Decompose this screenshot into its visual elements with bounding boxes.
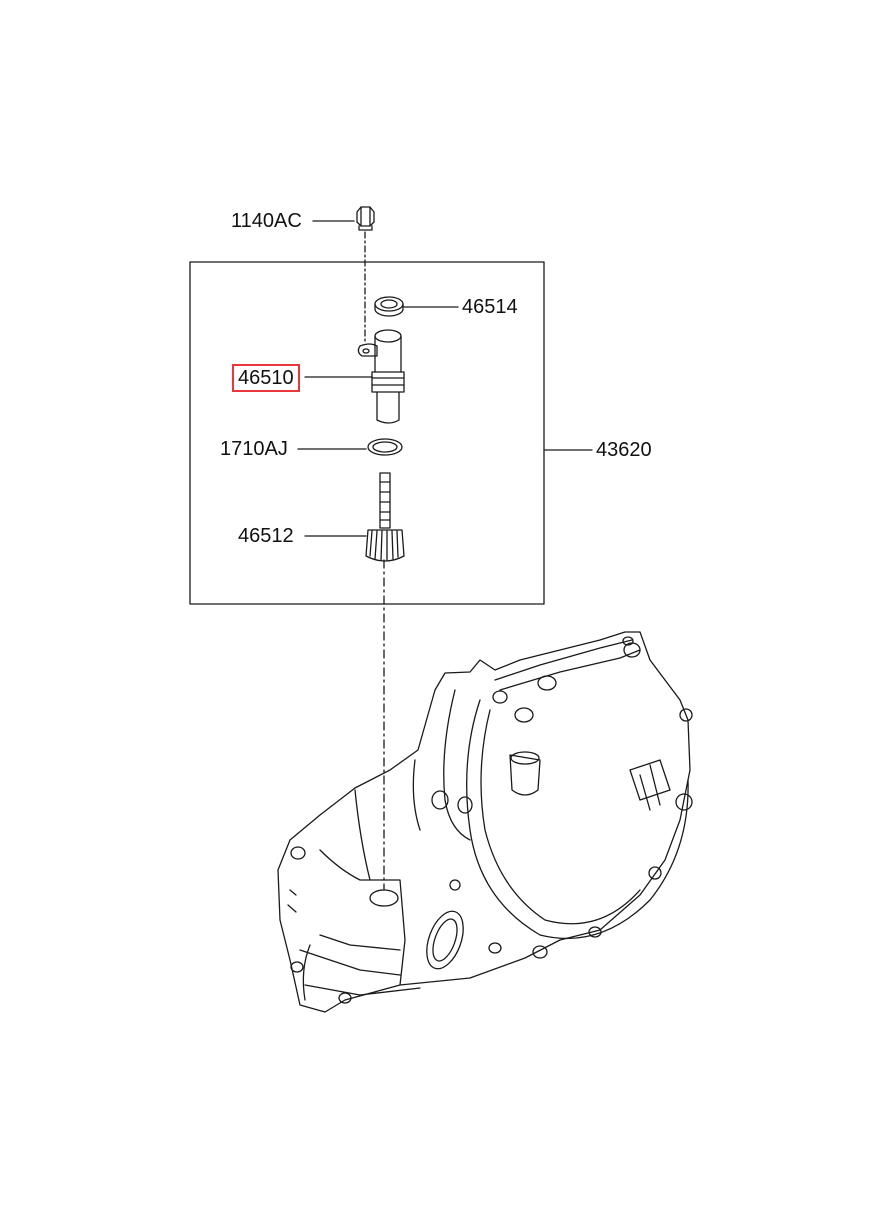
driven-gear-part	[365, 472, 405, 562]
callout-sleeve-highlighted[interactable]: 46510	[232, 364, 300, 392]
callout-oil-seal[interactable]: 46514	[462, 296, 518, 318]
transmission-case	[277, 631, 693, 1013]
sleeve-part	[357, 329, 405, 424]
oil-seal-part	[374, 296, 404, 317]
bolt-part	[356, 206, 375, 231]
callout-o-ring[interactable]: 1710AJ	[220, 438, 288, 460]
o-ring-part	[367, 438, 403, 456]
assembly-frame	[189, 261, 545, 605]
callout-assembly[interactable]: 43620	[596, 439, 652, 461]
callout-driven-gear[interactable]: 46512	[238, 525, 294, 547]
callout-bolt[interactable]: 1140AC	[231, 210, 302, 232]
